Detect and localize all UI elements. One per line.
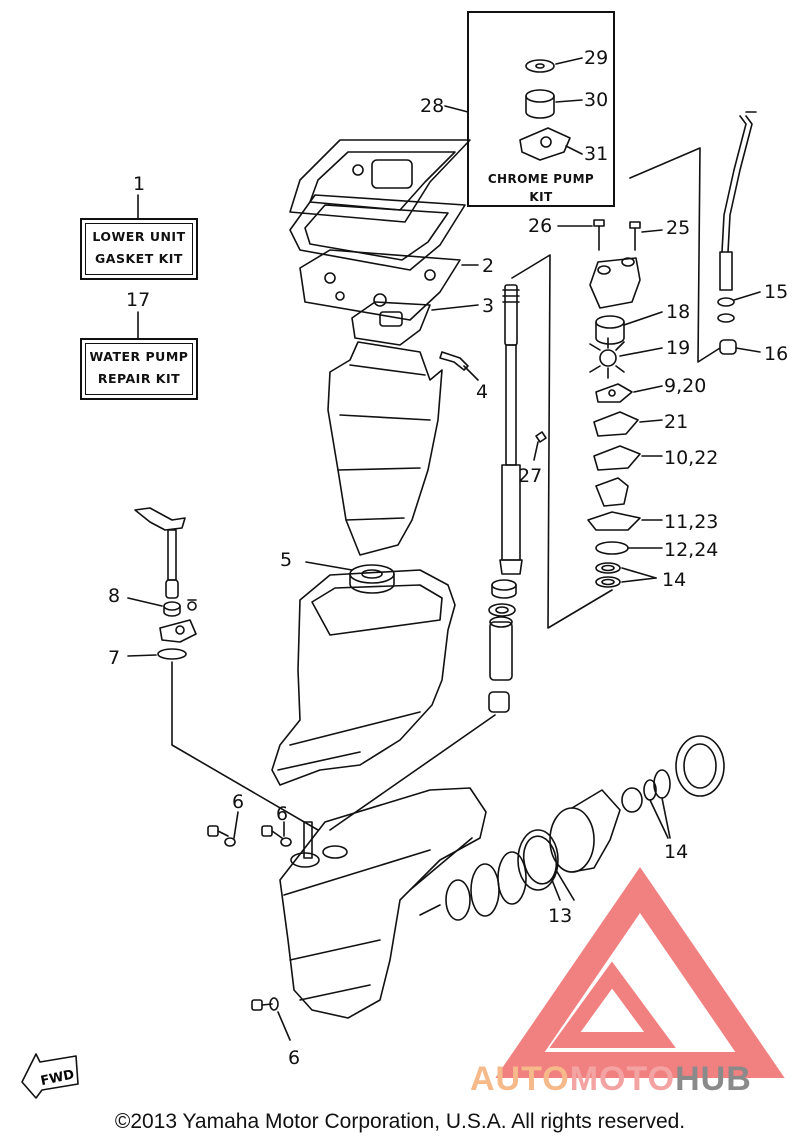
callout-8: 8 (108, 585, 120, 607)
callout-4: 4 (476, 381, 488, 403)
callout-17: 17 (126, 289, 150, 311)
gasket-kit-line2: GASKET KIT (95, 251, 183, 266)
callout-16: 16 (764, 343, 788, 365)
callout-12-24: 12,24 (664, 539, 718, 561)
callout-26: 26 (528, 215, 552, 237)
housing-31 (519, 127, 583, 161)
callout-9-20: 9,20 (664, 375, 706, 397)
impeller-19 (589, 337, 663, 379)
bolts-6 (207, 811, 292, 1041)
callout-29: 29 (584, 47, 608, 69)
fwd-direction-arrow (21, 1053, 79, 1099)
plate-clip-4 (439, 351, 479, 381)
prop-shaft-assembly (419, 829, 575, 921)
callout-2: 2 (482, 255, 494, 277)
callout-6-left: 6 (232, 791, 244, 813)
callout-6-bottom: 6 (288, 1047, 300, 1069)
gasket-3 (351, 301, 431, 346)
callout-14-upper: 14 (662, 569, 686, 591)
woodruff-key-27 (533, 431, 547, 461)
callout-6-mid: 6 (276, 803, 288, 825)
gasket-11-23 (587, 511, 663, 531)
bolt-26 (557, 219, 605, 251)
gasket-kit-line1: LOWER UNIT (92, 229, 186, 244)
insert-30 (525, 89, 583, 119)
water-pump-kit-line2: REPAIR KIT (97, 371, 181, 386)
oil-seals-14-upper (595, 562, 657, 588)
fwd-label: FWD (39, 1067, 76, 1089)
callout-7: 7 (108, 647, 120, 669)
callout-15: 15 (764, 281, 788, 303)
bearing-housing (549, 787, 643, 873)
ring-nut (675, 735, 725, 797)
callout-10-22: 10,22 (664, 447, 718, 469)
callout-19: 19 (666, 337, 690, 359)
water-pump-kit-label: WATER PUMP REPAIR KIT (80, 338, 198, 400)
callout-25: 25 (666, 217, 690, 239)
chrome-pump-kit-box (467, 11, 615, 207)
water-tube (719, 111, 757, 291)
watermark-part-auto: AUTO (470, 1060, 570, 1098)
chrome-kit-line2: KIT (529, 190, 553, 204)
callout-14-lower: 14 (664, 841, 688, 863)
rod-guide (159, 619, 197, 643)
watermark-part-hub: HUB (675, 1060, 752, 1098)
gasket-kit-label: LOWER UNIT GASKET KIT (80, 218, 198, 280)
gasket-10-22 (593, 445, 663, 471)
washer-29 (525, 57, 583, 73)
callout-18: 18 (666, 301, 690, 323)
watermark-part-moto: MOTO (569, 1060, 676, 1098)
water-pump-housing (589, 257, 641, 309)
callout-21: 21 (664, 411, 688, 433)
shift-rod (134, 507, 186, 599)
callout-30: 30 (584, 89, 608, 111)
upper-casing (327, 341, 443, 556)
o-ring-12-24 (595, 541, 663, 555)
lower-casing-apron (271, 569, 456, 786)
watermark-brand: AUTOMOTOHUB (470, 1060, 752, 1099)
callout-13: 13 (548, 905, 572, 927)
seal-8 (127, 597, 197, 617)
outer-plate-21 (593, 411, 663, 437)
grommet-5 (305, 561, 395, 594)
bolt-25 (629, 221, 663, 251)
pump-insert-18 (595, 311, 663, 345)
copyright-notice: ©2013 Yamaha Motor Corporation, U.S.A. A… (114, 1110, 686, 1133)
grommet-16 (719, 339, 761, 355)
watermark-logo (495, 867, 785, 1078)
upper-casing-gasket (289, 139, 471, 223)
exhaust-gasket (289, 194, 466, 271)
gasket-2 (299, 249, 461, 321)
water-pump-kit-line1: WATER PUMP (89, 349, 189, 364)
callout-3: 3 (482, 295, 494, 317)
callout-27: 27 (518, 465, 542, 487)
grommet-15 (717, 291, 761, 323)
callout-5: 5 (280, 549, 292, 571)
callout-31: 31 (584, 143, 608, 165)
drive-shaft (499, 284, 523, 575)
pump-base (595, 477, 629, 507)
o-ring-13 (522, 835, 561, 901)
gasket-9-20 (595, 383, 663, 403)
callout-11-23: 11,23 (664, 511, 718, 533)
shaft-bushings (488, 579, 517, 713)
lower-case (279, 787, 487, 1019)
callout-28: 28 (420, 95, 444, 117)
oil-seals-14-lower (643, 769, 671, 839)
callout-1: 1 (133, 173, 145, 195)
o-ring-7 (127, 648, 187, 660)
chrome-kit-line1: CHROME PUMP (487, 172, 595, 186)
